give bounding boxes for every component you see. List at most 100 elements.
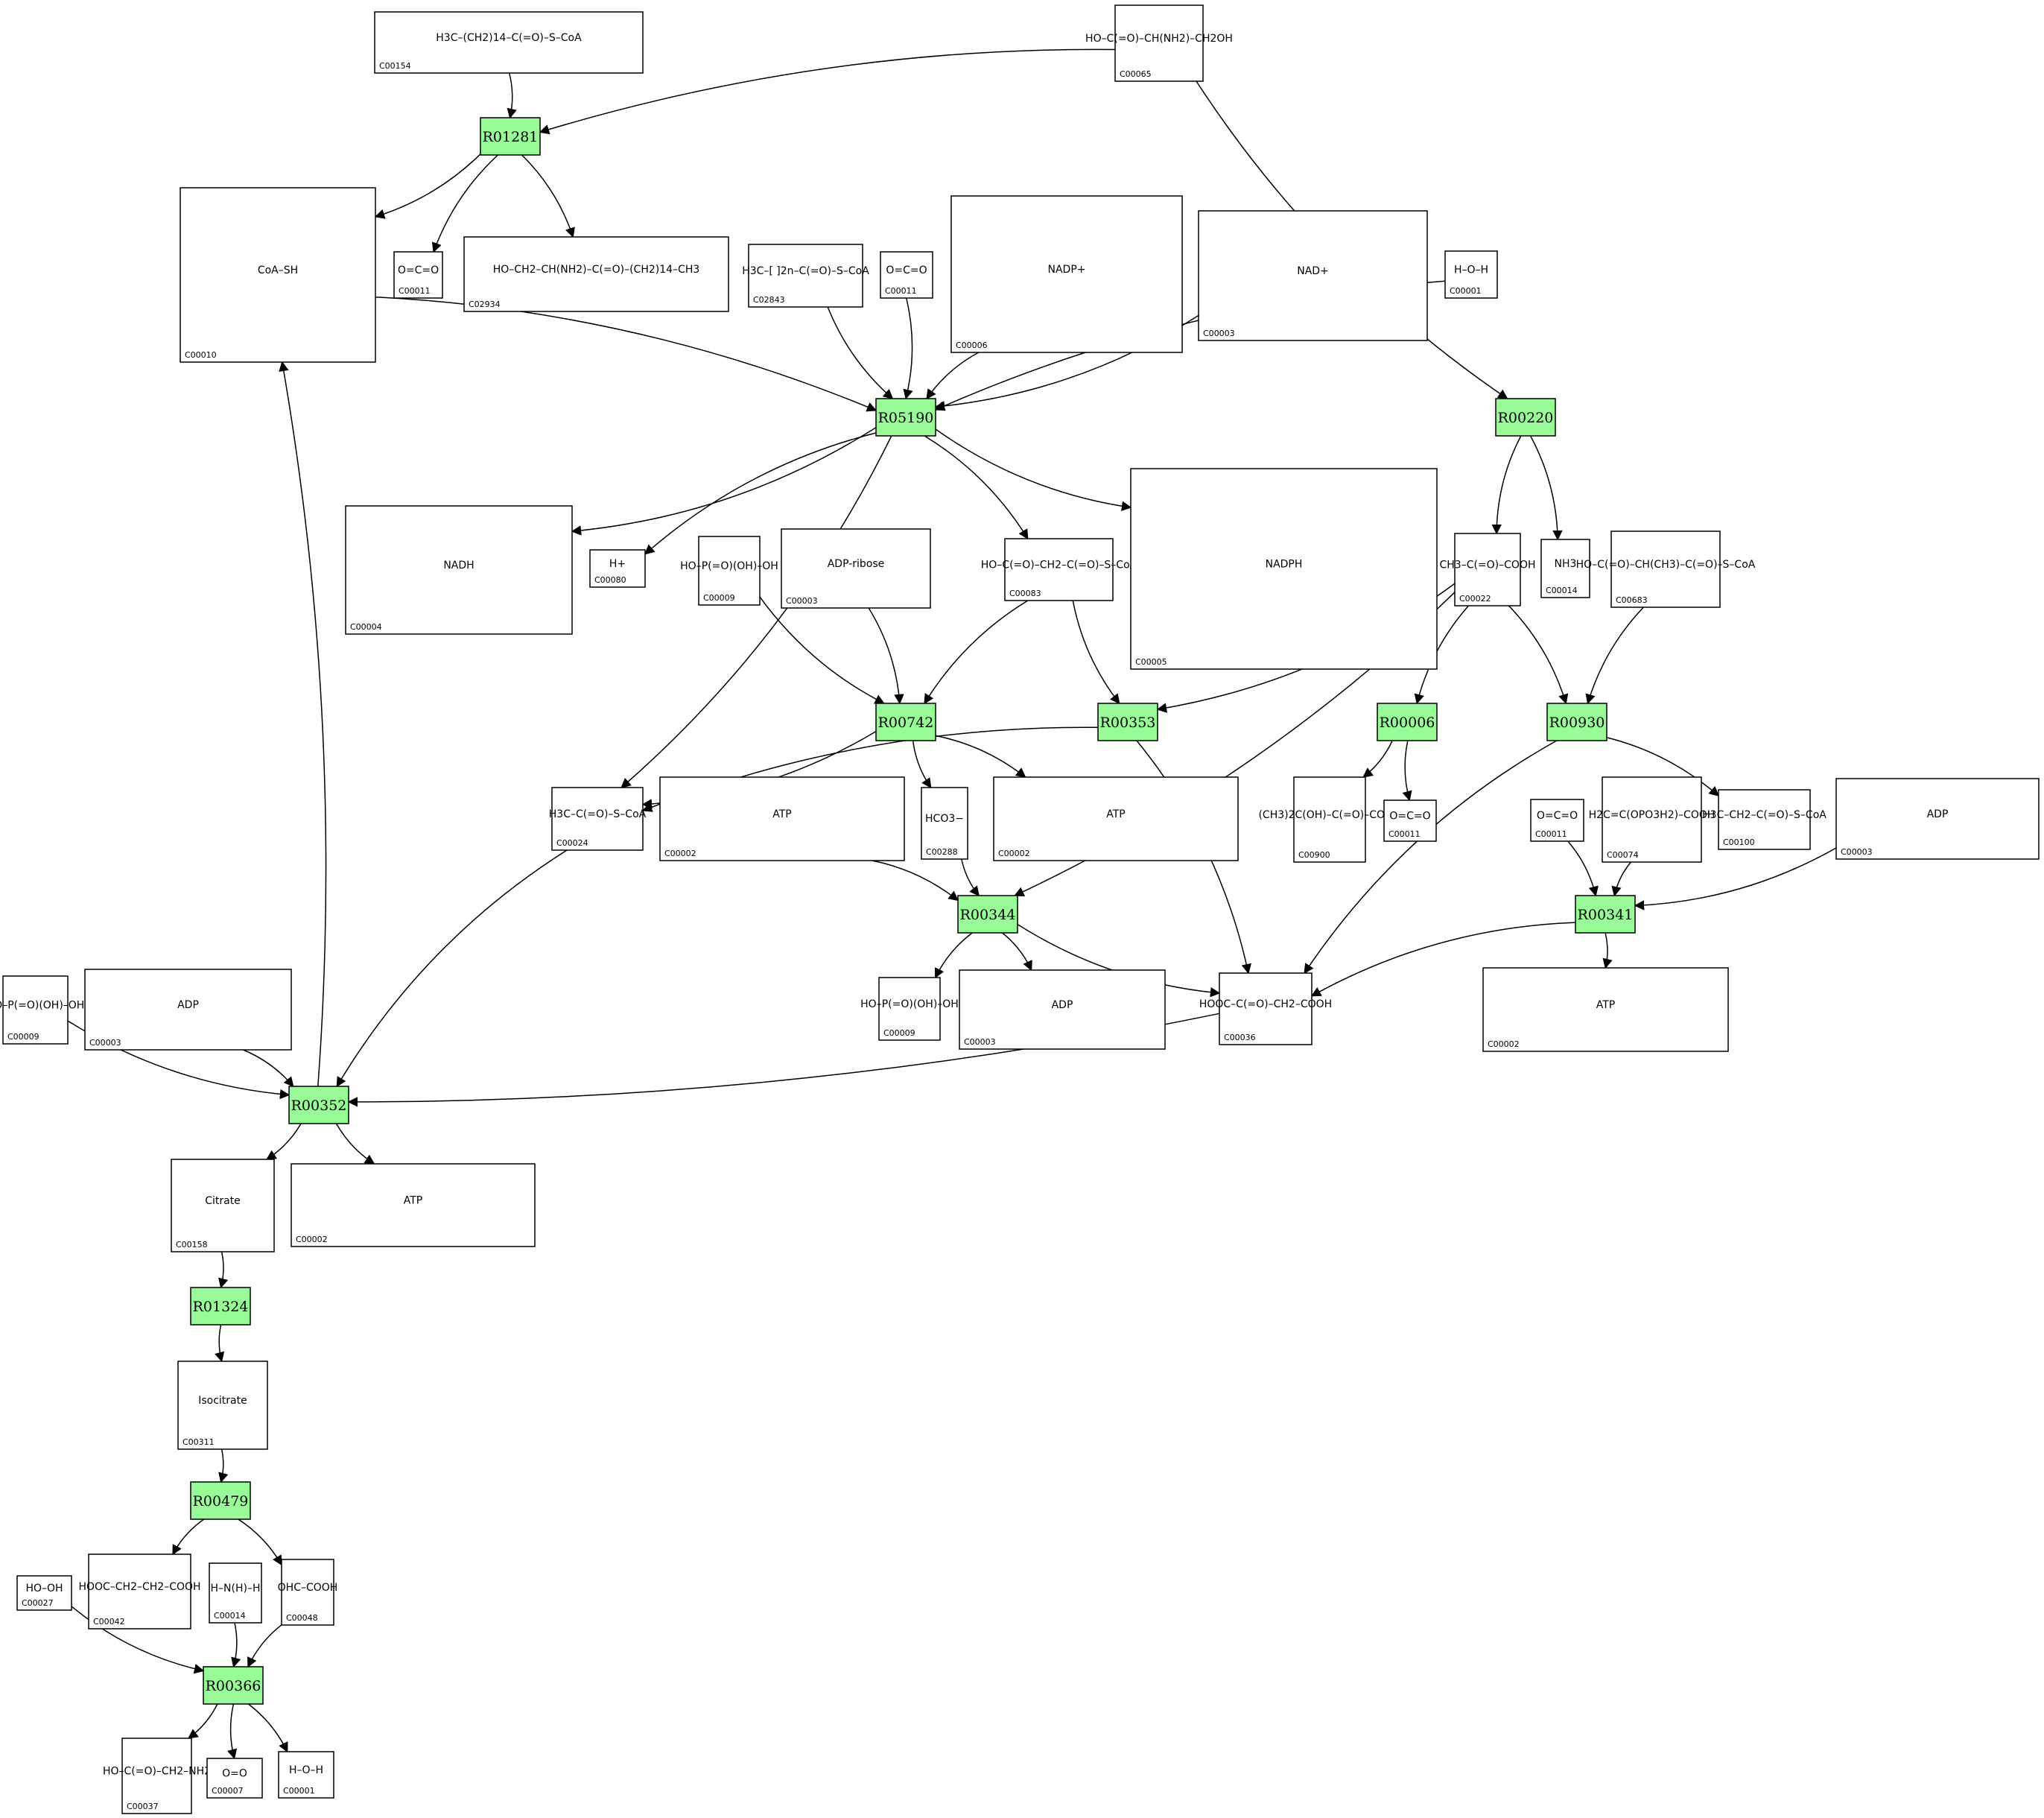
reaction-r00006[interactable]: R00006 [1377, 703, 1438, 741]
compound-structure: ADP [1052, 999, 1073, 1011]
compound-structure: ADP [1927, 808, 1949, 820]
compound-id: C00003 [786, 596, 818, 606]
compound-structure: H–O–H [1454, 265, 1488, 276]
edge-arrow [961, 858, 980, 897]
compound-structure: HO–OH [25, 1583, 63, 1594]
edge-arrow [1402, 740, 1412, 802]
compound-id: C00158 [176, 1240, 208, 1250]
edge-arrow [1606, 737, 1720, 796]
edge-arrow [243, 1049, 294, 1088]
compound-structure: O=C=O [886, 265, 927, 276]
edge-arrow [827, 306, 894, 399]
compound-structure: CoA–SH [258, 265, 298, 276]
edge-arrow [215, 1324, 225, 1363]
reaction-r01324[interactable]: R01324 [190, 1287, 251, 1326]
edge-arrow [218, 1251, 229, 1289]
compound-c00288[interactable]: HCO3−C00288 [921, 787, 968, 860]
compound-structure: OHC–COOH [278, 1582, 338, 1594]
compound-id: C00002 [664, 849, 696, 858]
reaction-r00341[interactable]: R00341 [1575, 895, 1636, 934]
compound-c00002[interactable]: ATP C00002 [291, 1163, 536, 1247]
compound-id: C00002 [296, 1235, 328, 1244]
compound-structure: ADP [177, 999, 199, 1011]
reaction-label: R01281 [483, 129, 539, 145]
compound-structure: HO–P(=O)(OH)–OH [680, 560, 778, 572]
compound-c00080[interactable]: H+C00080 [589, 549, 646, 588]
compound-structure: ATP [1596, 999, 1615, 1011]
compound-c00003[interactable]: NAD+C00003 [1198, 210, 1428, 341]
compound-structure: Isocitrate [198, 1395, 247, 1407]
compound-structure: NADP+ [1047, 264, 1085, 276]
edge-arrow [521, 154, 575, 238]
compound-structure: HCO3− [925, 813, 964, 825]
edge-arrow [571, 427, 877, 536]
reaction-r00742[interactable]: R00742 [875, 703, 936, 741]
edge-arrow [759, 596, 886, 704]
reaction-r00220[interactable]: R00220 [1495, 398, 1556, 437]
compound-id: C00002 [998, 849, 1030, 858]
edge-arrow [279, 361, 327, 1087]
compound-structure: (CH3)2C(OH)–C(=O)–COOH [1258, 809, 1400, 821]
compound-structure: HO–CH2–CH(NH2)–C(=O)–(CH2)14–CH3 [493, 264, 700, 276]
reaction-r01281[interactable]: R01281 [480, 117, 541, 156]
compound-structure: H+ [609, 558, 626, 570]
compound-id: C00011 [1535, 829, 1567, 839]
compound-structure: ATP [404, 1195, 422, 1207]
compound-structure: HOOC–CH2–CH2–COOH [78, 1581, 200, 1593]
reaction-label: R00341 [1578, 907, 1634, 923]
reaction-r05190[interactable]: R05190 [875, 398, 936, 437]
reaction-r00352[interactable]: R00352 [288, 1086, 349, 1124]
edge-arrow [374, 153, 481, 219]
compound-c00011[interactable]: O=C=O C00011 [1530, 799, 1584, 842]
compound-c00006[interactable]: NADP+C00006 [950, 195, 1183, 353]
reaction-r00366[interactable]: R00366 [203, 1666, 264, 1705]
reaction-r00353[interactable]: R00353 [1097, 703, 1158, 741]
compound-id: C00311 [182, 1437, 215, 1447]
reaction-r00930[interactable]: R00930 [1546, 703, 1607, 741]
compound-structure: HO–P(=O)(OH)–OH [0, 1000, 84, 1012]
compound-structure: O=C=O [1537, 810, 1578, 822]
reaction-r00479[interactable]: R00479 [190, 1481, 251, 1520]
reaction-r00344[interactable]: R00344 [957, 895, 1018, 934]
edge-arrow [1611, 861, 1631, 897]
